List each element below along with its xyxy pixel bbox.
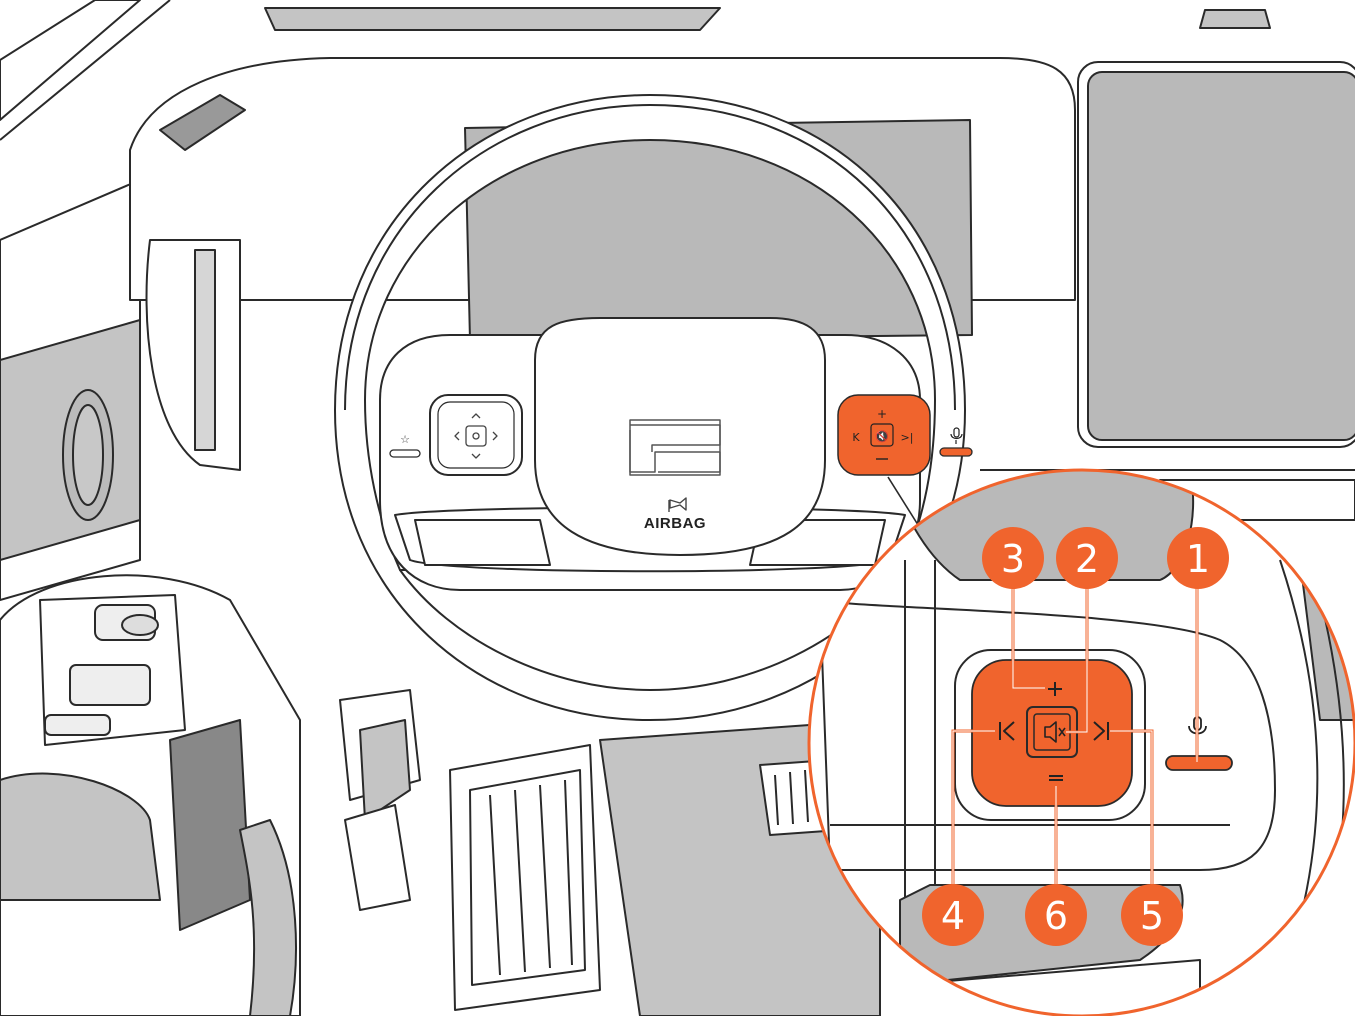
svg-text:6: 6 <box>1044 894 1068 938</box>
zoom-detail: 1 2 3 4 5 6 <box>809 470 1355 1016</box>
callout-5: 5 <box>1121 884 1183 946</box>
svg-text:3: 3 <box>1001 537 1025 581</box>
callout-4: 4 <box>922 884 984 946</box>
svg-text:K: K <box>852 431 860 444</box>
svg-text:+: + <box>877 407 887 421</box>
star-icon: ☆ <box>400 433 410 446</box>
left-pill-button[interactable] <box>390 450 420 457</box>
svg-text:5: 5 <box>1140 894 1164 938</box>
callout-2: 2 <box>1056 527 1118 589</box>
svg-text:2: 2 <box>1075 537 1099 581</box>
voice-button[interactable] <box>1166 756 1232 770</box>
callout-1: 1 <box>1167 527 1229 589</box>
svg-text:>|: >| <box>901 431 914 444</box>
svg-text:🔇: 🔇 <box>875 430 889 443</box>
svg-text:☆: ☆ <box>400 433 410 446</box>
callout-3: 3 <box>982 527 1044 589</box>
airbag-label: AIRBAG <box>644 515 706 532</box>
svg-text:4: 4 <box>941 894 965 938</box>
svg-text:1: 1 <box>1186 537 1210 581</box>
callout-6: 6 <box>1025 884 1087 946</box>
